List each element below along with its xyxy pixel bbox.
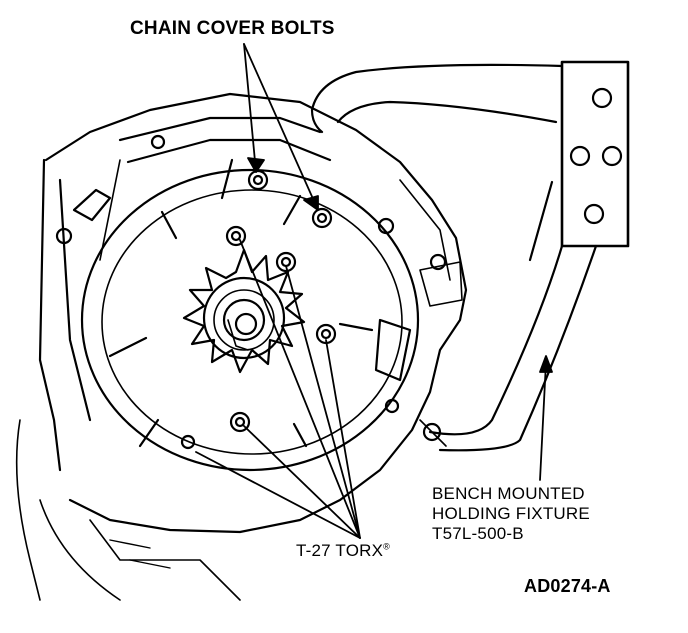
chain-cover-bolts-label: CHAIN COVER BOLTS <box>130 18 335 39</box>
crank-sprocket <box>182 248 306 374</box>
chain-cover-bolts-leaders <box>243 43 319 211</box>
figure-code: AD0274-A <box>524 576 611 596</box>
fixture-leader <box>539 355 553 481</box>
registered-mark: ® <box>383 541 390 552</box>
fixture-line-1: BENCH MOUNTED <box>432 484 585 503</box>
chain-cover <box>80 158 420 472</box>
torx-label: T-27 TORX® <box>296 541 390 561</box>
holding-fixture-label: BENCH MOUNTED HOLDING FIXTURE T57L-500-B <box>432 484 590 544</box>
fixture-line-3: T57L-500-B <box>432 524 524 543</box>
fixture-line-2: HOLDING FIXTURE <box>432 504 590 523</box>
engine-block <box>15 92 468 601</box>
holding-fixture <box>310 60 630 452</box>
torx-leaders <box>195 239 361 539</box>
torx-text: T-27 TORX <box>296 541 384 560</box>
